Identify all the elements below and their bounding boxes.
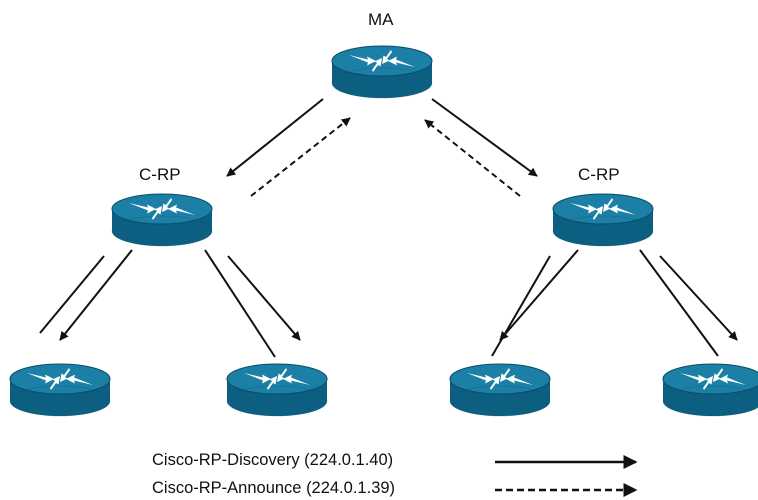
edge-discovery-crp-left-to-leaf-2 — [227, 255, 301, 341]
edge-link-crp-right-to-leaf-4 — [639, 249, 719, 357]
legend — [495, 455, 638, 497]
edge-announce-crp-left-to-ma — [250, 117, 351, 197]
legend-discovery-label: Cisco-RP-Discovery (224.0.1.40) — [152, 451, 394, 469]
leaf-3-router-icon — [449, 363, 551, 417]
nodes-layer — [9, 45, 758, 417]
ma-router-icon — [331, 45, 433, 99]
leaf-4-router-icon — [662, 363, 758, 417]
edge-announce-crp-right-to-ma — [424, 119, 521, 197]
legend-announce-label: Cisco-RP-Announce (224.0.1.39) — [152, 479, 396, 497]
ma-label: MA — [368, 10, 394, 29]
edge-link-crp-left-to-leaf-2 — [204, 249, 276, 358]
crp-right-router-icon — [552, 193, 654, 247]
crp-left-label: C-RP — [139, 165, 181, 184]
crp-right-label: C-RP — [578, 165, 620, 184]
crp-left-router-icon — [111, 193, 213, 247]
edge-discovery-crp-left-to-leaf-1 — [59, 249, 133, 341]
leaf-1-router-icon — [9, 363, 111, 417]
edge-link-crp-right-to-leaf-3 — [491, 255, 551, 357]
edge-discovery-crp-right-to-leaf-3 — [499, 249, 579, 341]
edge-discovery-ma-to-crp-right — [431, 98, 538, 177]
edge-discovery-ma-to-crp-left — [226, 98, 324, 177]
leaf-2-router-icon — [226, 363, 328, 417]
edge-discovery-crp-right-to-leaf-4 — [659, 255, 738, 341]
edges-layer — [39, 98, 738, 358]
edge-link-crp-left-to-leaf-1 — [39, 255, 105, 334]
